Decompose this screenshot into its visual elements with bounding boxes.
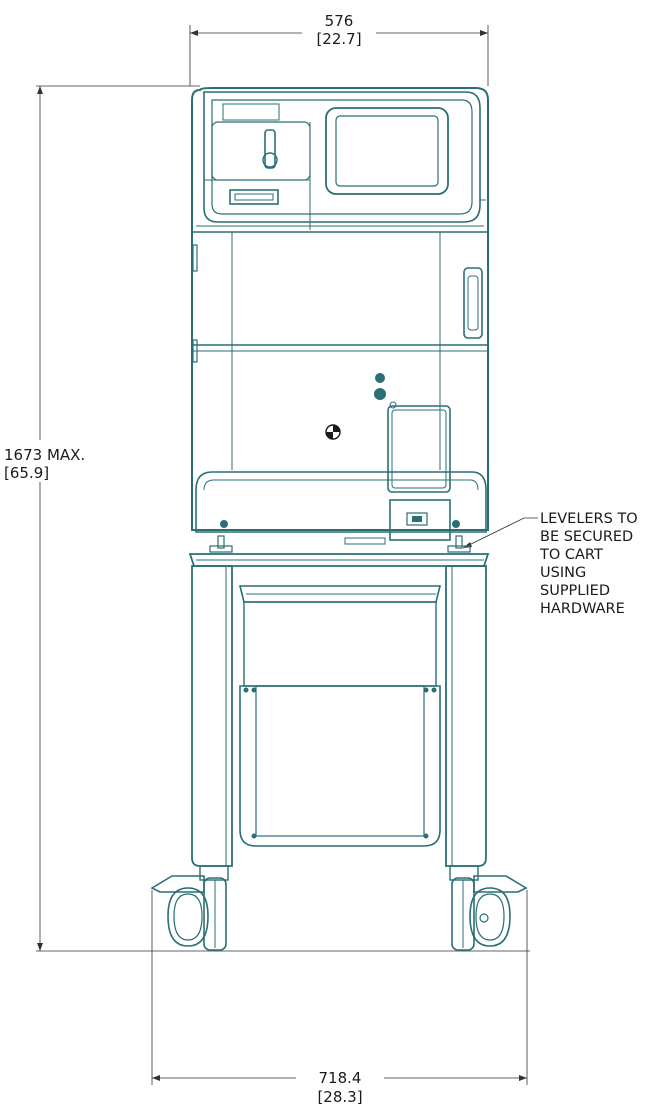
hinge-top bbox=[192, 244, 198, 272]
hinge-bottom bbox=[192, 339, 198, 363]
screw-bottom-left bbox=[220, 520, 228, 528]
door-latch-panel bbox=[211, 121, 311, 181]
cart-lower-panel bbox=[255, 685, 425, 837]
usb-port bbox=[406, 512, 428, 526]
leveler-left-foot bbox=[209, 545, 233, 553]
note-line-2: BE SECURED bbox=[540, 529, 633, 545]
port-module bbox=[389, 499, 451, 541]
frame-screw-6 bbox=[423, 833, 429, 839]
top-width-arrow-right bbox=[480, 30, 488, 36]
control-panel bbox=[203, 91, 481, 223]
base-width-arrow-left bbox=[152, 1075, 160, 1081]
caster-right bbox=[449, 865, 528, 951]
side-handle bbox=[463, 267, 483, 339]
caster-right-hub bbox=[479, 913, 489, 923]
note-line-1: LEVELERS TO bbox=[540, 511, 638, 527]
cart bbox=[188, 553, 490, 867]
unit-lower-skirt bbox=[195, 471, 487, 533]
caster-right-wheel-inner bbox=[475, 893, 505, 941]
leveler-leader-arrow bbox=[463, 542, 472, 548]
unit-outer-body bbox=[191, 87, 489, 531]
height-arrow-top bbox=[37, 86, 43, 94]
side-handle-grip bbox=[467, 275, 479, 331]
leveler-right-stem bbox=[455, 535, 463, 549]
caster-left-fork bbox=[203, 877, 227, 951]
note-line-6: HARDWARE bbox=[540, 601, 625, 617]
caster-right-mount bbox=[449, 865, 479, 881]
caster-left-wheel-outer bbox=[167, 887, 209, 947]
base-width-mm: 718.4 bbox=[319, 1069, 362, 1087]
cart-lower-frame bbox=[239, 685, 441, 847]
access-door-inner bbox=[391, 409, 447, 489]
frame-screw-3 bbox=[423, 687, 429, 693]
unit-lower-skirt-inner bbox=[203, 479, 479, 491]
leveler-note: LEVELERS TO BE SECURED TO CART USING SUP… bbox=[539, 511, 638, 617]
note-line-4: USING bbox=[540, 565, 586, 581]
caster-left-mount bbox=[199, 865, 229, 881]
height-in: [65.9] bbox=[4, 464, 49, 482]
control-panel-inner bbox=[211, 99, 473, 215]
leveler-leader-line bbox=[462, 517, 538, 549]
height-arrow-bottom bbox=[37, 943, 43, 951]
dimension-labels: 576 [22.7] 1673 MAX. [65.9] 718.4 [28.3] bbox=[4, 12, 363, 1106]
caster-right-wheel-outer bbox=[469, 887, 511, 947]
port-top bbox=[375, 373, 385, 383]
leveler-right-foot bbox=[447, 545, 471, 553]
top-width-in: [22.7] bbox=[316, 30, 361, 48]
port-middle bbox=[374, 388, 386, 400]
door-knob bbox=[262, 152, 278, 168]
caster-left-wheel-inner bbox=[173, 893, 203, 941]
drawer-pull bbox=[229, 189, 279, 205]
access-door bbox=[387, 405, 451, 493]
screw-bottom-right bbox=[452, 520, 460, 528]
port-small bbox=[389, 401, 397, 409]
drawer-pull-inner bbox=[234, 193, 274, 201]
note-line-3: TO CART bbox=[539, 547, 603, 563]
base-width-arrow-right bbox=[519, 1075, 527, 1081]
base-width-in: [28.3] bbox=[317, 1088, 362, 1106]
door-handle bbox=[264, 129, 276, 169]
cart-drawer bbox=[243, 601, 437, 687]
levelers bbox=[209, 535, 471, 553]
height-mm: 1673 MAX. bbox=[4, 446, 85, 464]
center-of-gravity-icon bbox=[325, 424, 341, 440]
top-width-arrow-left bbox=[190, 30, 198, 36]
frame-screw-5 bbox=[251, 833, 257, 839]
leveler-left-stem bbox=[217, 535, 225, 549]
upper-unit bbox=[191, 87, 489, 545]
touch-screen-display bbox=[335, 115, 439, 187]
bottom-tab bbox=[344, 537, 386, 545]
dimension-lines bbox=[36, 25, 538, 1085]
top-width-mm: 576 bbox=[325, 12, 354, 30]
usb-port-slot bbox=[412, 516, 422, 522]
caster-right-fork bbox=[451, 877, 475, 951]
frame-screw-1 bbox=[243, 687, 249, 693]
caster-left bbox=[150, 865, 229, 951]
frame-screw-2 bbox=[251, 687, 257, 693]
note-line-5: SUPPLIED bbox=[540, 583, 610, 599]
nameplate bbox=[222, 103, 280, 121]
touch-screen-frame bbox=[325, 107, 449, 195]
frame-screw-4 bbox=[431, 687, 437, 693]
